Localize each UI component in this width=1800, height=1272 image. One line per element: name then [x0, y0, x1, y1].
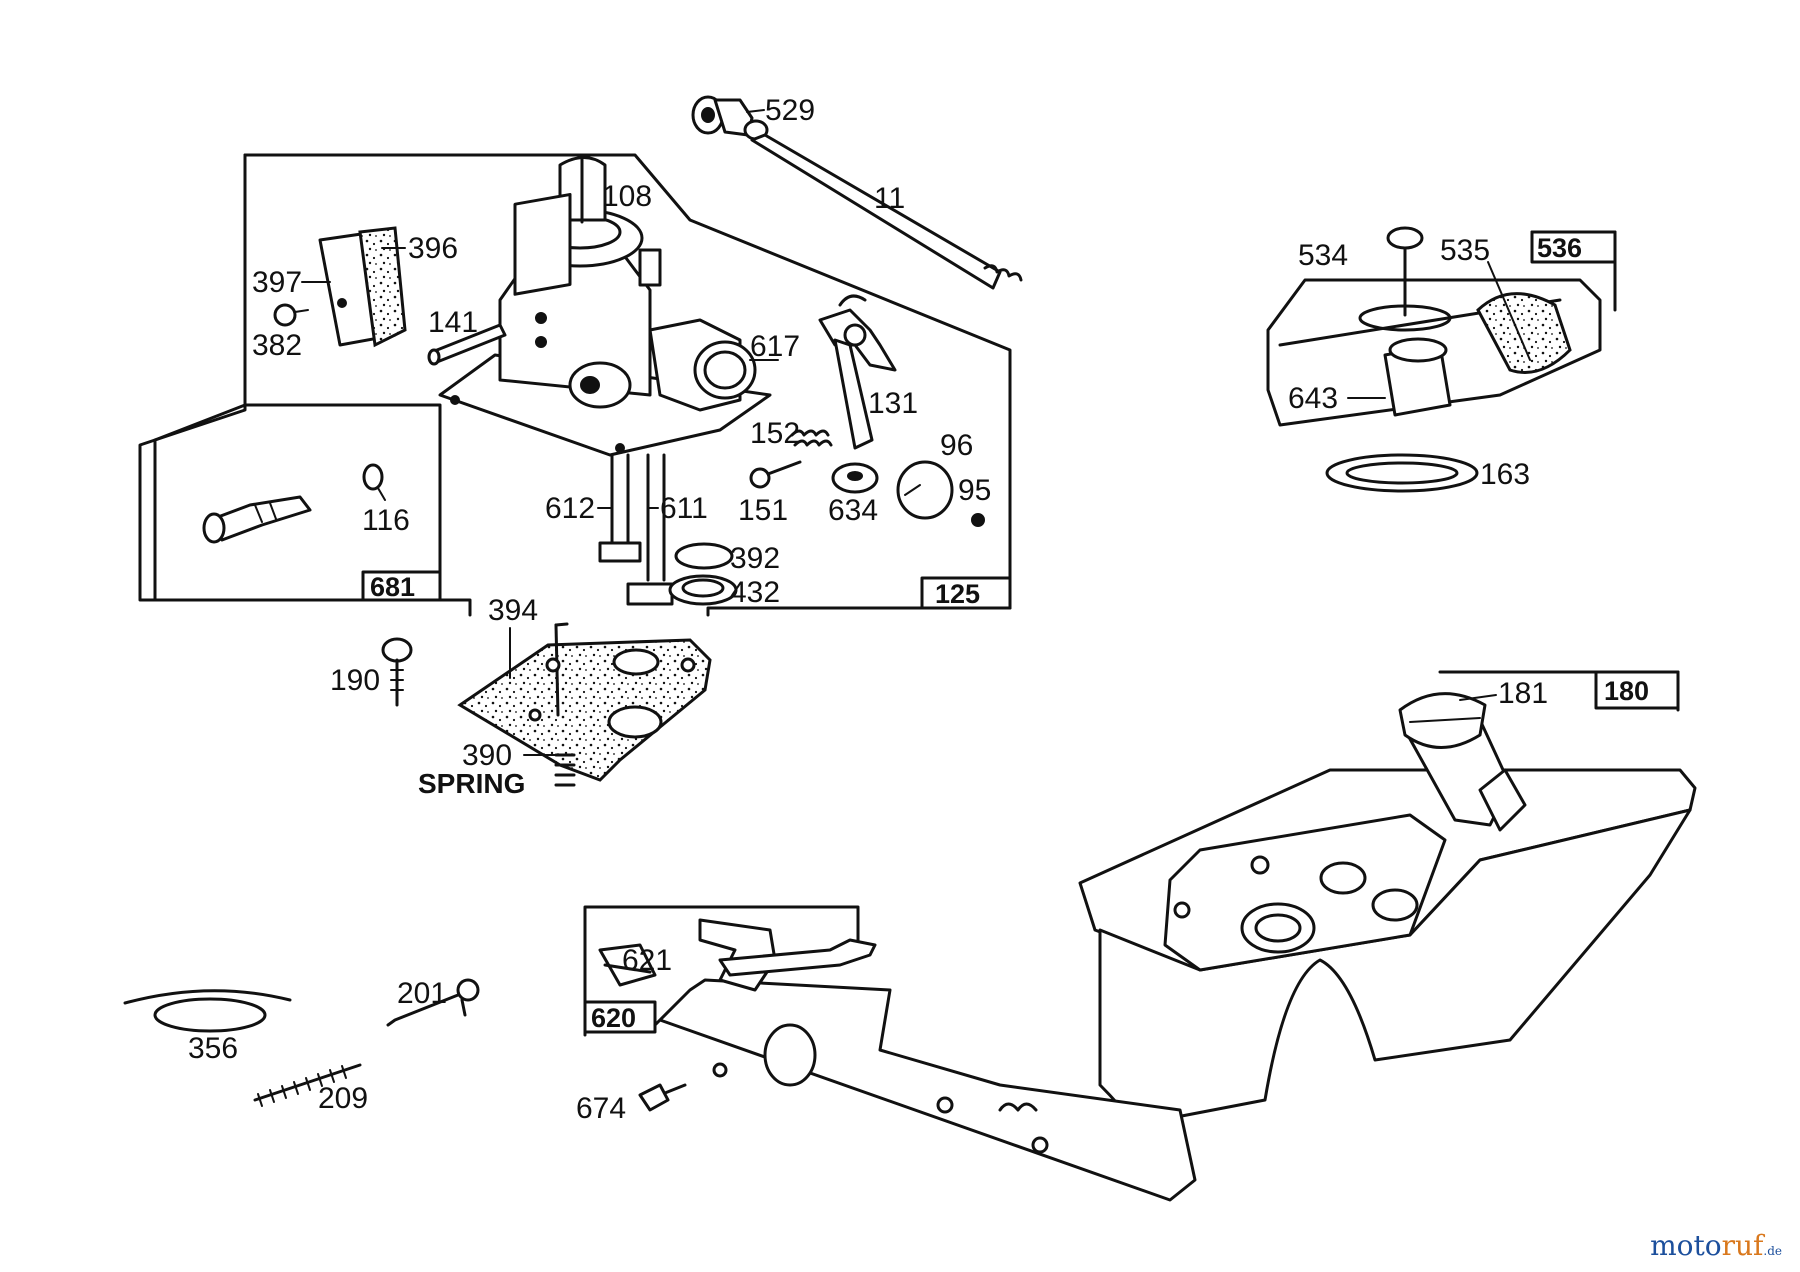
watermark-part-a: moto — [1650, 1229, 1722, 1262]
diaphragm-96-part — [896, 460, 954, 520]
label-116: 116 — [362, 504, 410, 537]
bolts-611-612-part — [598, 453, 674, 606]
label-141: 141 — [428, 306, 478, 339]
screw-151-part — [749, 460, 802, 489]
screw-190-part — [381, 637, 413, 707]
label-163: 163 — [1480, 458, 1530, 491]
air-cleaner-assembly: 536 — [1266, 226, 1617, 427]
label-612: 612 — [545, 492, 595, 525]
label-529: 529 — [765, 94, 815, 127]
label-108: 108 — [602, 180, 652, 213]
label-spring: SPRING — [418, 768, 525, 799]
label-96: 96 — [940, 429, 973, 462]
label-634: 634 — [828, 494, 878, 527]
washer-634-part — [831, 462, 879, 494]
screw-674-part — [638, 1083, 687, 1112]
label-11: 11 — [874, 182, 905, 215]
screw-95-part — [971, 513, 985, 527]
watermark-part-c: .de — [1763, 1244, 1782, 1258]
label-432: 432 — [730, 576, 780, 609]
label-152: 152 — [750, 417, 800, 450]
sub-box-681: 681 116 — [153, 403, 442, 602]
watermark-logo: motoruf.de — [1650, 1229, 1782, 1262]
label-397: 397 — [252, 266, 302, 299]
label-190: 190 — [330, 664, 380, 697]
label-617: 617 — [750, 330, 800, 363]
label-131: 131 — [868, 387, 918, 420]
label-674: 674 — [576, 1092, 626, 1125]
throttle-lever-part — [818, 294, 897, 450]
label-201: 201 — [397, 977, 447, 1010]
watermark-part-b: ruf — [1721, 1229, 1764, 1262]
label-95: 95 — [958, 474, 991, 507]
label-209: 209 — [318, 1082, 368, 1115]
box-620 — [583, 1000, 657, 1034]
gasket-163-part — [1325, 453, 1479, 493]
box-536 — [1530, 230, 1617, 264]
label-681: 681 — [370, 572, 415, 602]
needle-valve-part — [202, 495, 312, 544]
spring-152-part — [790, 429, 833, 447]
pin-141-part — [427, 323, 507, 366]
carburetor-assembly-frame: 125 — [138, 153, 1012, 617]
label-390: 390 — [462, 739, 512, 772]
callout-labels: 529 11 108 396 397 382 141 617 131 152 9… — [188, 94, 1548, 1125]
carburetor-body-part — [438, 156, 772, 457]
ring-356-part — [123, 989, 292, 1033]
label-394: 394 — [488, 594, 538, 627]
label-181: 181 — [1498, 677, 1548, 710]
box-681 — [361, 570, 442, 602]
label-151: 151 — [738, 494, 788, 527]
label-392: 392 — [730, 542, 780, 575]
fuel-tank-assembly: 180 — [1078, 670, 1697, 1127]
label-534: 534 — [1298, 239, 1348, 272]
spring-209-part — [253, 1063, 362, 1107]
label-611: 611 — [660, 492, 708, 525]
gasket-plate-394-part — [457, 622, 712, 782]
label-620: 620 — [591, 1003, 636, 1033]
label-536: 536 — [1537, 233, 1582, 263]
label-643: 643 — [1288, 382, 1338, 415]
label-382: 382 — [252, 329, 302, 362]
spring-390-part — [554, 753, 576, 787]
o-ring-116-part — [362, 463, 386, 501]
box-180 — [1594, 670, 1680, 710]
float-bowl-components — [273, 226, 407, 348]
label-125: 125 — [935, 579, 980, 609]
label-356: 356 — [188, 1032, 238, 1065]
link-201-part — [386, 978, 480, 1027]
label-621: 621 — [622, 944, 672, 977]
box-125 — [920, 576, 1012, 610]
fuel-line-part — [691, 95, 1023, 290]
label-180: 180 — [1604, 676, 1649, 706]
label-396: 396 — [408, 232, 458, 265]
control-plate-assembly: 620 — [583, 905, 1197, 1202]
label-535: 535 — [1440, 234, 1490, 267]
gaskets-392-432-part — [668, 542, 738, 606]
